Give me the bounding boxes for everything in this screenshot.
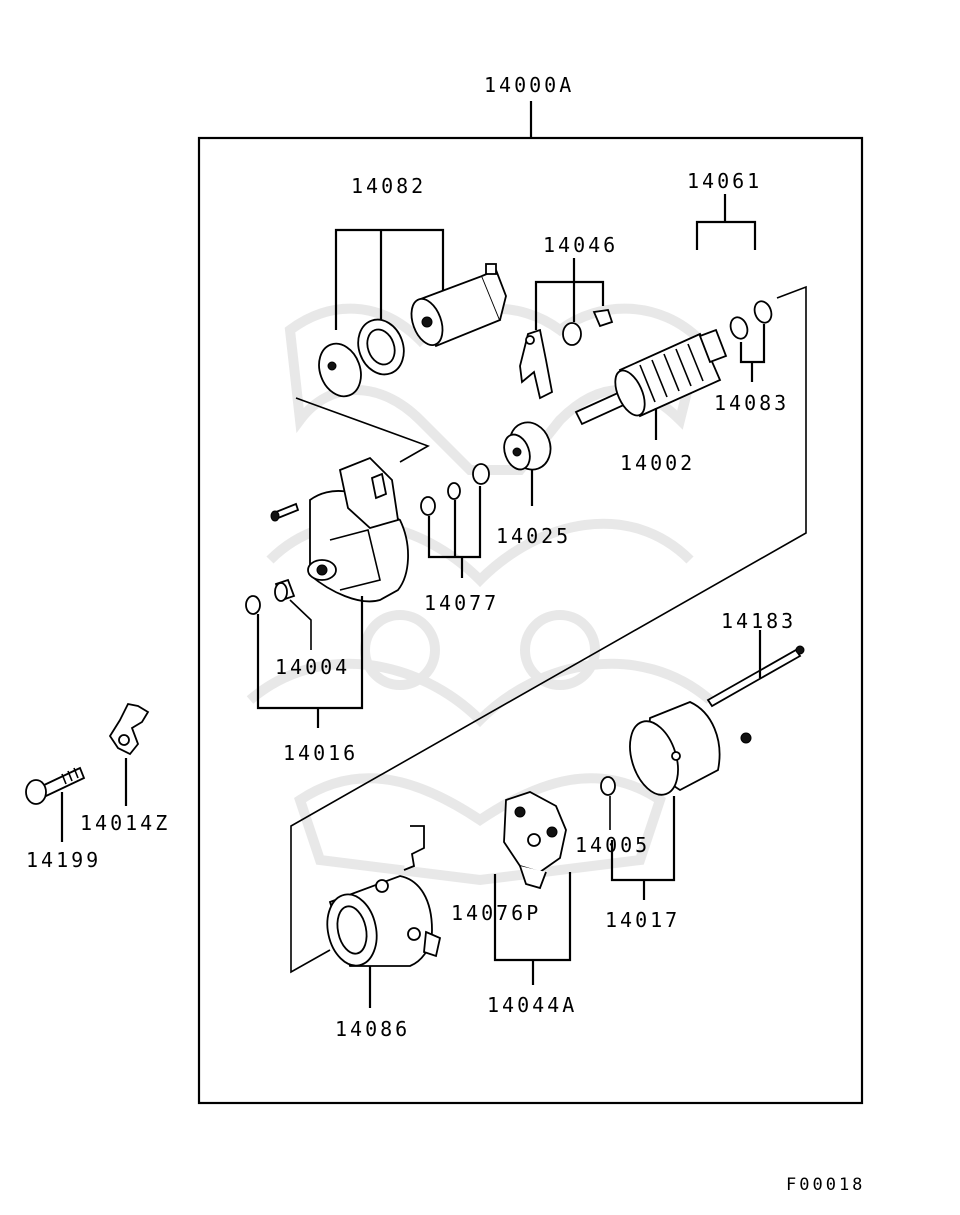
label-14046: 14046 <box>543 233 618 257</box>
label-14044a: 14044A <box>487 993 577 1017</box>
label-14083: 14083 <box>714 391 789 415</box>
label-14183: 14183 <box>721 609 796 633</box>
part-rear-cover-14017 <box>600 701 721 900</box>
part-solenoid-14082 <box>318 228 507 398</box>
part-screw-b <box>740 732 752 744</box>
part-washers-14083 <box>729 300 773 382</box>
label-14076p: 14076P <box>451 901 541 925</box>
figure-code: F00018 <box>786 1175 865 1195</box>
part-bracket-14016 <box>256 596 364 728</box>
label-14077: 14077 <box>424 591 499 615</box>
label-14082: 14082 <box>351 174 426 198</box>
label-14061: 14061 <box>687 169 762 193</box>
part-armature-14002 <box>574 328 728 440</box>
label-14005: 14005 <box>575 833 650 857</box>
part-washers-14077 <box>420 463 490 578</box>
part-bracket-14014z <box>108 702 150 806</box>
part-bolt-a <box>270 502 300 522</box>
label-14086: 14086 <box>335 1017 410 1041</box>
label-14025: 14025 <box>496 524 571 548</box>
label-14002: 14002 <box>620 451 695 475</box>
part-bolt-14199 <box>25 766 86 842</box>
label-14004: 14004 <box>275 655 350 679</box>
part-yoke-14086 <box>326 825 442 1008</box>
label-14000a: 14000A <box>484 73 574 97</box>
label-14199: 14199 <box>26 848 101 872</box>
label-14016: 14016 <box>283 741 358 765</box>
part-kit-14061 <box>695 194 757 250</box>
label-14017: 14017 <box>605 908 680 932</box>
part-through-bolt-14183 <box>706 630 805 708</box>
part-pinion-14025 <box>503 421 552 506</box>
label-14014z: 14014Z <box>80 811 170 835</box>
part-brush-holder-14044a <box>493 791 572 985</box>
part-bushing-14004 <box>245 578 312 650</box>
part-lever-14046 <box>519 258 614 400</box>
part-front-housing <box>307 456 409 603</box>
